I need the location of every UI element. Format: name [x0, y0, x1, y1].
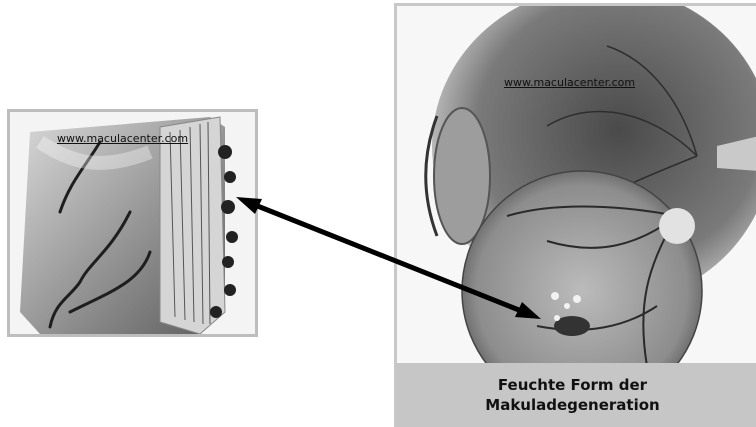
retina-cross-section-image: www.maculacenter.com: [7, 109, 258, 337]
watermark-link[interactable]: www.maculacenter.com: [57, 132, 188, 145]
caption-bar: Feuchte Form der Makuladegeneration: [397, 363, 756, 427]
watermark-link[interactable]: www.maculacenter.com: [504, 76, 635, 89]
retina-cross-section-illustration: [10, 112, 258, 337]
caption-line-1: Feuchte Form der: [485, 375, 659, 395]
eye-fundus-image: www.maculacenter.com Feuchte Form der Ma…: [394, 3, 756, 427]
caption-line-2: Makuladegeneration: [485, 395, 659, 415]
caption: Feuchte Form der Makuladegeneration: [485, 375, 659, 415]
